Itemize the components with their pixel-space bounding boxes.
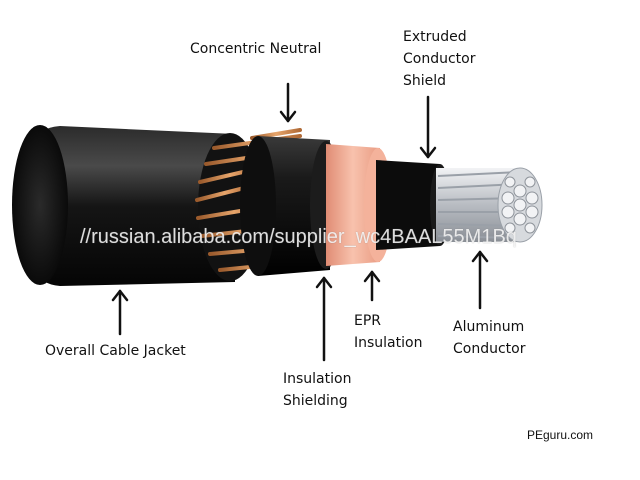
overall-cable-jacket bbox=[12, 125, 262, 286]
label-concentric-neutral: Concentric Neutral bbox=[190, 41, 322, 57]
label-insulation-shielding-line2: Shielding bbox=[283, 393, 348, 409]
label-overall-cable-jacket: Overall Cable Jacket bbox=[45, 343, 186, 359]
arrow-concentric-neutral bbox=[279, 82, 297, 123]
arrow-extruded-conductor-shield bbox=[419, 95, 437, 159]
label-extruded-line1: Extruded bbox=[403, 29, 467, 45]
label-epr-line2: Insulation bbox=[354, 335, 423, 351]
label-aluminum-line2: Conductor bbox=[453, 341, 526, 357]
label-arrows bbox=[111, 82, 489, 362]
arrow-epr-insulation bbox=[363, 270, 381, 302]
watermark-text: //russian.alibaba.com/supplier_wc4BAAL55… bbox=[80, 226, 517, 248]
aluminum-conductor bbox=[436, 167, 543, 243]
label-insulation-shielding-line1: Insulation bbox=[283, 371, 352, 387]
label-aluminum-line1: Aluminum bbox=[453, 319, 525, 335]
arrow-aluminum-conductor bbox=[471, 250, 489, 310]
arrow-insulation-shielding bbox=[315, 276, 333, 362]
label-epr-line1: EPR bbox=[354, 313, 382, 329]
label-extruded-line2: Conductor bbox=[403, 51, 476, 67]
source-credit: PEguru.com bbox=[527, 428, 594, 442]
label-extruded-line3: Shield bbox=[403, 73, 447, 89]
arrow-overall-cable-jacket bbox=[111, 289, 129, 336]
